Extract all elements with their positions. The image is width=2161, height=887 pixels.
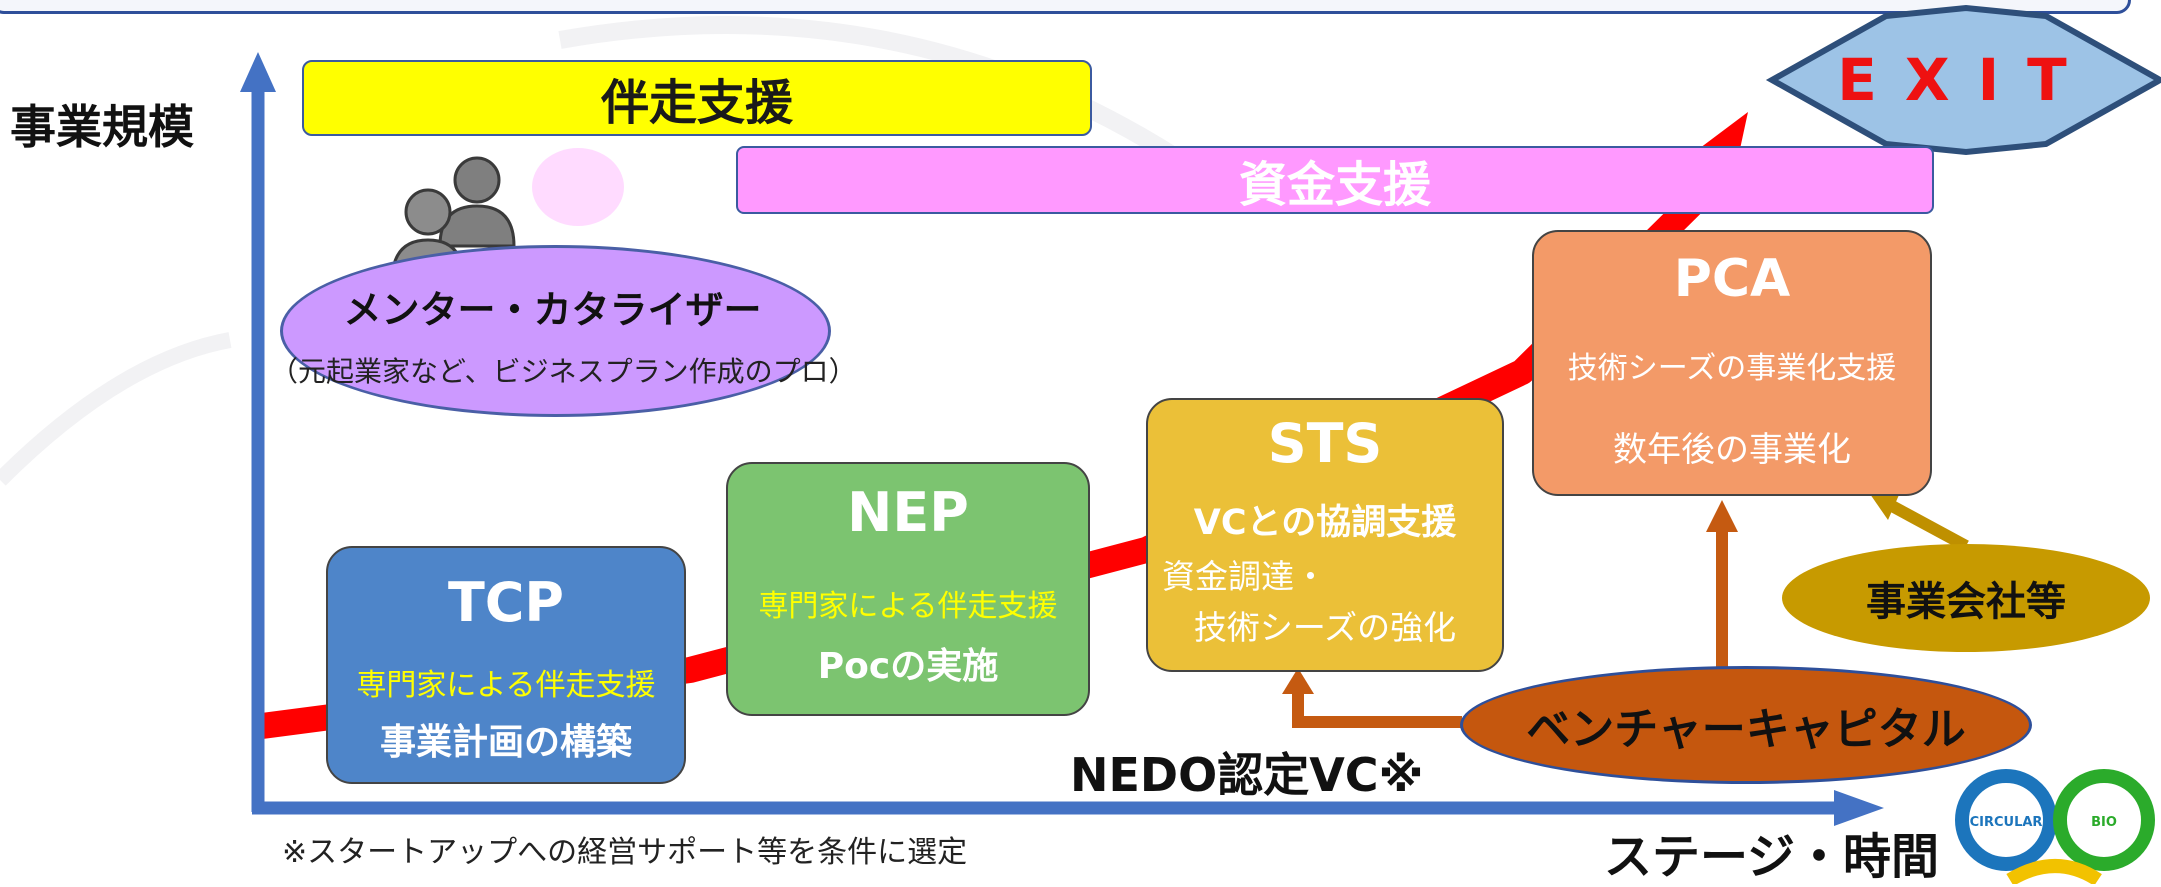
stage-sts-title: STS xyxy=(1267,411,1383,475)
stage-sts-line3: 技術シーズの強化 xyxy=(1193,608,1457,647)
stage-nep-title: NEP xyxy=(847,480,969,544)
stage-tcp-title: TCP xyxy=(447,570,565,634)
vc-to-sts-arrowhead xyxy=(1282,668,1314,694)
company-to-pca-arrow xyxy=(1889,500,1969,552)
vc-to-sts-arrow xyxy=(1292,690,1462,728)
company-ellipse: 事業会社等 xyxy=(1782,544,2150,652)
stage-pca-line1: 技術シーズの事業化支援 xyxy=(1567,351,1897,386)
stage-sts-line2: 資金調達・ xyxy=(1162,557,1327,596)
funding-banner: 資金支援 xyxy=(736,146,1934,214)
circular-bio-logo: CIRCULAR BIO xyxy=(1955,769,2155,884)
stage-pca-title: PCA xyxy=(1673,249,1791,309)
footnote: ※スタートアップへの経営サポート等を条件に選定 xyxy=(282,835,968,870)
stage-pca-line2: 数年後の事業化 xyxy=(1613,429,1851,470)
stage-tcp-line1: 専門家による伴走支援 xyxy=(356,668,656,703)
stage-nep: NEP 専門家による伴走支援 Pocの実施 xyxy=(726,462,1090,716)
mentor-title: メンター・カタライザー xyxy=(343,287,762,332)
stage-sts: STS VCとの協調支援 資金調達・ 技術シーズの強化 xyxy=(1146,398,1504,672)
vc-to-pca-arrowhead xyxy=(1706,500,1738,532)
y-axis-label: 事業規模 xyxy=(10,100,194,154)
decorative-blob xyxy=(532,148,624,226)
mentor-subtitle: （元起業家など、ビジネスプラン作成のプロ） xyxy=(270,355,857,388)
logo-bio-text: BIO xyxy=(2091,815,2117,830)
company-to-pca-arrowhead xyxy=(1870,488,1902,520)
mentor-ellipse xyxy=(280,245,831,417)
exit-label: EXIT xyxy=(1837,46,2095,114)
stage-tcp: TCP 専門家による伴走支援 事業計画の構築 xyxy=(326,546,686,784)
stage-tcp-line2: 事業計画の構築 xyxy=(379,722,632,763)
support-banner: 伴走支援 xyxy=(302,60,1092,136)
stage-nep-line2: Pocの実施 xyxy=(817,646,999,687)
stage-sts-line1: VCとの協調支援 xyxy=(1193,502,1457,543)
y-axis-arrowhead xyxy=(240,52,276,92)
stage-nep-line1: 専門家による伴走支援 xyxy=(758,589,1058,624)
venture-capital-ellipse: ベンチャーキャピタル xyxy=(1460,666,2032,784)
logo-circular-text: CIRCULAR xyxy=(1970,815,2043,830)
background-swoosh xyxy=(558,16,1185,168)
x-axis-arrowhead xyxy=(1834,790,1884,826)
x-axis-label: ステージ・時間 xyxy=(1604,829,1940,885)
nedo-vc-label: NEDO認定VC※ xyxy=(1070,748,1424,802)
stage-pca: PCA 技術シーズの事業化支援 数年後の事業化 xyxy=(1532,230,1932,496)
background-swoosh-left xyxy=(0,332,232,486)
